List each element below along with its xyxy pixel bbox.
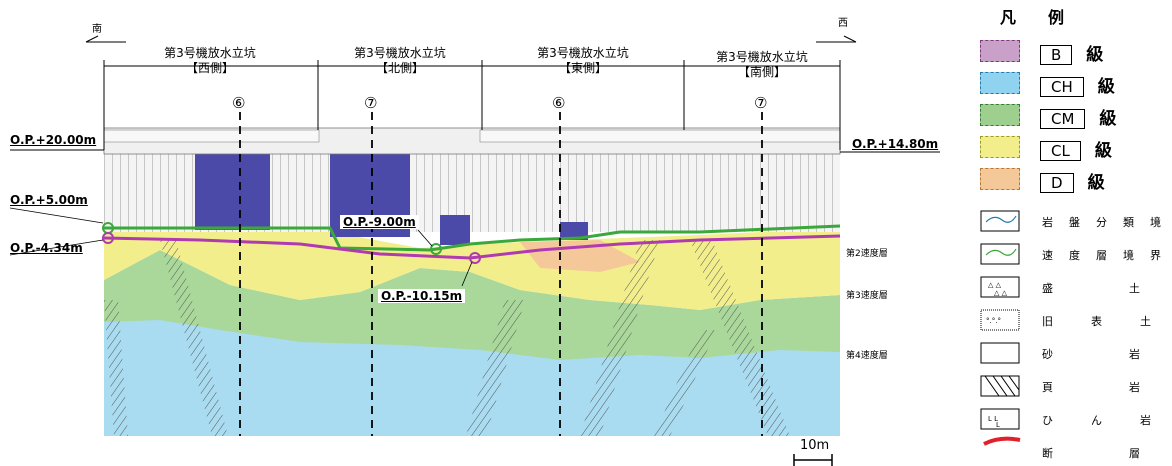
shaft-east-fill — [440, 215, 470, 245]
section-side: 【東側】 — [558, 61, 607, 75]
legend-text-velocity-boundary: 速度層境界 — [1042, 249, 1172, 262]
direction-west-label: 西 — [838, 18, 848, 29]
section-name: 第3号機放水立坑 — [354, 46, 446, 60]
op-top-right-label: O.P.+14.80m — [852, 137, 939, 151]
velocity-layer-4-label: 第4速度層 — [846, 351, 888, 361]
grade-label: 級 — [1099, 109, 1117, 129]
hatched-band-5 — [690, 240, 790, 436]
porphyrite-icon: ᒪ ᒪᒪ — [980, 408, 1020, 430]
structure-band-upper — [103, 129, 320, 143]
cross-section-diagram — [9, 35, 940, 466]
fault-icon — [983, 436, 1021, 446]
grade-code: CL — [1040, 141, 1081, 161]
rock-class-boundary-icon — [980, 210, 1020, 232]
section-header-north: 第3号機放水立坑 【北側】 — [320, 46, 480, 76]
op-minus9-marker — [430, 243, 442, 255]
legend-text-shale: 頁岩 — [1042, 381, 1140, 394]
grade-ch-text: CH 級 — [1040, 72, 1115, 97]
grade-label: 級 — [1086, 45, 1104, 65]
section-marker-1: ⑥ — [232, 94, 246, 112]
leader-op-minus1015 — [461, 261, 473, 287]
structure-band-right — [479, 129, 841, 143]
grade-code: CM — [1040, 109, 1086, 129]
legend-text-old-topsoil: 旧表土 — [1042, 315, 1151, 328]
velocity-layer-2-label: 第2速度層 — [846, 249, 888, 259]
arrow-south-head — [85, 35, 99, 43]
grade-cm-text: CM 級 — [1040, 104, 1116, 129]
svg-text:ᒪ ᒪ: ᒪ ᒪ — [988, 415, 998, 423]
grade-label: 級 — [1094, 141, 1112, 161]
legend-text-porphyrite: ひん岩 — [1042, 414, 1151, 427]
svg-text:ᒪ: ᒪ — [996, 421, 1000, 429]
grade-ch-swatch — [980, 72, 1020, 94]
section-header-south: 第3号機放水立坑 【南側】 — [686, 50, 838, 80]
section-name: 第3号機放水立坑 — [716, 50, 808, 64]
hatched-band-4 — [580, 240, 660, 436]
op-minus434-label: O.P.-4.34m — [10, 241, 83, 255]
grade-code: B — [1040, 45, 1073, 65]
scale-label: 10m — [800, 438, 830, 453]
hatched-band-2 — [104, 300, 128, 436]
op-minus434-marker — [102, 232, 114, 244]
grade-label: 級 — [1097, 77, 1115, 97]
grade-cl-text: CL 級 — [1040, 136, 1112, 161]
section-side: 【西側】 — [185, 61, 234, 75]
fill-soil-icon: △ △△ △ — [980, 276, 1020, 298]
leader-op-minus9 — [417, 229, 433, 247]
shale-icon — [980, 375, 1020, 397]
grade-cm-swatch — [980, 104, 1020, 126]
legend-text-fill-soil: 盛土 — [1042, 282, 1140, 295]
direction-south-label: 南 — [92, 24, 102, 35]
sandstone-icon — [980, 342, 1020, 364]
section-marker-4: ⑦ — [754, 94, 768, 112]
section-name: 第3号機放水立坑 — [164, 46, 256, 60]
section-name: 第3号機放水立坑 — [537, 46, 629, 60]
legend-text-rock-boundary: 岩盤分類境界 — [1042, 216, 1172, 229]
hatched-band-1 — [160, 240, 228, 436]
section-marker-2: ⑦ — [364, 94, 378, 112]
grade-b-swatch — [980, 40, 1020, 62]
velocity-layer-3-label: 第3速度層 — [846, 291, 888, 301]
grade-code: CH — [1040, 77, 1084, 97]
op-minus9-label: O.P.-9.00m — [340, 215, 419, 229]
legend-symbol-icons: △ △△ △ °.°.° ᒪ ᒪᒪ — [980, 210, 1021, 446]
velocity-boundary-line — [104, 224, 841, 252]
grade-code: D — [1040, 173, 1074, 193]
svg-text:△ △: △ △ — [988, 281, 1002, 289]
hatched-band-3 — [466, 300, 525, 436]
section-header-west: 第3号機放水立坑 【西側】 — [120, 46, 300, 76]
leader-op-plus5 — [9, 207, 104, 224]
old-topsoil-icon: °.°.° — [980, 309, 1020, 331]
section-side: 【北側】 — [375, 61, 424, 75]
grade-cl-swatch — [980, 136, 1020, 158]
arrow-west-head — [843, 35, 857, 43]
op-minus1015-label: O.P.-10.15m — [378, 289, 466, 303]
grade-d-swatch — [980, 168, 1020, 190]
section-marker-3: ⑥ — [552, 94, 566, 112]
op-minus1015-marker — [469, 252, 481, 264]
shaft-west-fill — [195, 145, 270, 230]
leader-op-minus434 — [9, 239, 104, 256]
hatched-band-6 — [654, 330, 716, 436]
velocity-boundary-icon — [980, 243, 1020, 265]
svg-text:°.°.°: °.°.° — [986, 317, 1001, 325]
grade-label: 級 — [1087, 173, 1105, 193]
layer3-area — [104, 250, 840, 360]
legend-text-fault: 断層 — [1042, 447, 1140, 460]
shaft-east-fill-2 — [560, 222, 588, 240]
section-side: 【南側】 — [737, 65, 786, 79]
op-plus5-label: O.P.+5.00m — [10, 193, 88, 207]
svg-text:△ △: △ △ — [994, 289, 1008, 297]
op-top-left-label: O.P.+20.00m — [10, 133, 97, 147]
legend-title: 凡 例 — [1000, 8, 1065, 27]
legend-text-sandstone: 砂岩 — [1042, 348, 1140, 361]
section-header-east: 第3号機放水立坑 【東側】 — [484, 46, 682, 76]
